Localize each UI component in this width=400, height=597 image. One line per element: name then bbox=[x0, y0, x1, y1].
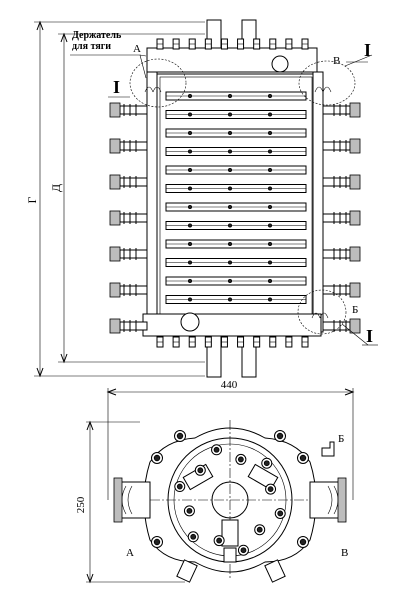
bolt bbox=[269, 336, 277, 348]
lobe-bolt bbox=[151, 536, 163, 548]
terminal bbox=[109, 174, 148, 190]
stack-plate bbox=[165, 239, 307, 249]
bolt bbox=[188, 38, 196, 50]
flange-bolt bbox=[174, 481, 186, 493]
terminal bbox=[109, 102, 148, 118]
holder-label-line1: Держатель bbox=[72, 30, 122, 41]
stack-plate bbox=[165, 202, 307, 212]
stack-plates bbox=[165, 91, 307, 304]
dim-label-d: Д bbox=[49, 184, 63, 192]
flange-bolt bbox=[265, 483, 277, 495]
stack-plate bbox=[165, 276, 307, 286]
stack-plate bbox=[165, 221, 307, 230]
terminal-assembly-right bbox=[309, 477, 347, 523]
detail-circle-v bbox=[298, 60, 356, 106]
stack-plate bbox=[165, 91, 307, 101]
terminal bbox=[109, 210, 148, 226]
bolt bbox=[220, 38, 228, 50]
bolt bbox=[172, 336, 180, 348]
dim-label-250: 250 bbox=[75, 496, 87, 513]
left-terminals bbox=[109, 102, 148, 334]
terminal bbox=[109, 318, 148, 334]
end-view: 440 250 bbox=[75, 379, 355, 584]
detail-circle-b bbox=[297, 289, 347, 335]
stack-plate bbox=[165, 165, 307, 175]
bolt bbox=[301, 336, 309, 348]
flange-bolt bbox=[211, 444, 223, 456]
bolt bbox=[285, 336, 293, 348]
terminal bbox=[109, 246, 148, 262]
flange-bolt bbox=[187, 531, 199, 543]
bolt bbox=[285, 38, 293, 50]
flange-bolt bbox=[237, 544, 249, 556]
bottom-bar bbox=[142, 313, 322, 337]
lobe-bolt bbox=[151, 452, 163, 464]
bolt bbox=[156, 38, 164, 50]
flange-bolt bbox=[194, 464, 206, 476]
label-b-end: Б bbox=[338, 433, 344, 445]
detail-label-i-bottom-right: I bbox=[366, 326, 373, 346]
dim-label-440: 440 bbox=[221, 379, 238, 391]
right-terminals bbox=[322, 102, 361, 334]
flange-bolt bbox=[213, 535, 225, 547]
bolt bbox=[253, 336, 261, 348]
terminal bbox=[322, 210, 361, 226]
bolt bbox=[237, 38, 245, 50]
stack-plate bbox=[165, 110, 307, 119]
terminal bbox=[322, 102, 361, 118]
flange-bolts bbox=[151, 430, 309, 556]
terminal bbox=[109, 138, 148, 154]
stack-plate bbox=[165, 258, 307, 267]
flange-bolt bbox=[183, 505, 195, 517]
top-view: Держатель для тяги А В Б I I I Г Д bbox=[25, 19, 378, 378]
stack-plate bbox=[165, 295, 307, 304]
lobe-bolt bbox=[297, 536, 309, 548]
terminal bbox=[322, 174, 361, 190]
bolt bbox=[301, 38, 309, 50]
flange-bolt bbox=[261, 457, 273, 469]
stack-plate bbox=[165, 147, 307, 156]
lobe-bolt bbox=[274, 430, 286, 442]
bolt bbox=[204, 38, 212, 50]
stack-plate bbox=[165, 128, 307, 138]
label-v-end: В bbox=[341, 547, 348, 559]
bolt bbox=[204, 336, 212, 348]
flange-bolt bbox=[274, 507, 286, 519]
label-b-top: Б bbox=[352, 304, 358, 316]
terminal bbox=[109, 282, 148, 298]
label-v-top: В bbox=[333, 55, 340, 67]
dim-label-g: Г bbox=[25, 196, 39, 203]
detail-label-i-left: I bbox=[113, 77, 120, 97]
label-a-top: А bbox=[133, 43, 141, 55]
bolt bbox=[188, 336, 196, 348]
bolt bbox=[253, 38, 261, 50]
stack-plate bbox=[165, 184, 307, 193]
flange-bolt bbox=[235, 453, 247, 465]
terminal-assembly-left bbox=[113, 477, 151, 523]
lobe-bolt bbox=[297, 452, 309, 464]
detail-label-i-top-right: I bbox=[364, 40, 371, 60]
top-header-bar bbox=[146, 47, 318, 75]
terminal bbox=[322, 282, 361, 298]
holder-label-line2: для тяги bbox=[72, 41, 111, 52]
terminal bbox=[322, 246, 361, 262]
bolt bbox=[269, 38, 277, 50]
bolt bbox=[172, 38, 180, 50]
flange-bolt bbox=[254, 524, 266, 536]
terminal bbox=[322, 318, 361, 334]
terminal bbox=[322, 138, 361, 154]
lobe-bolt bbox=[174, 430, 186, 442]
detail-circle-a bbox=[129, 58, 187, 108]
bolt bbox=[156, 336, 164, 348]
bolt bbox=[237, 336, 245, 348]
label-a-end: А bbox=[126, 547, 134, 559]
bolt bbox=[220, 336, 228, 348]
